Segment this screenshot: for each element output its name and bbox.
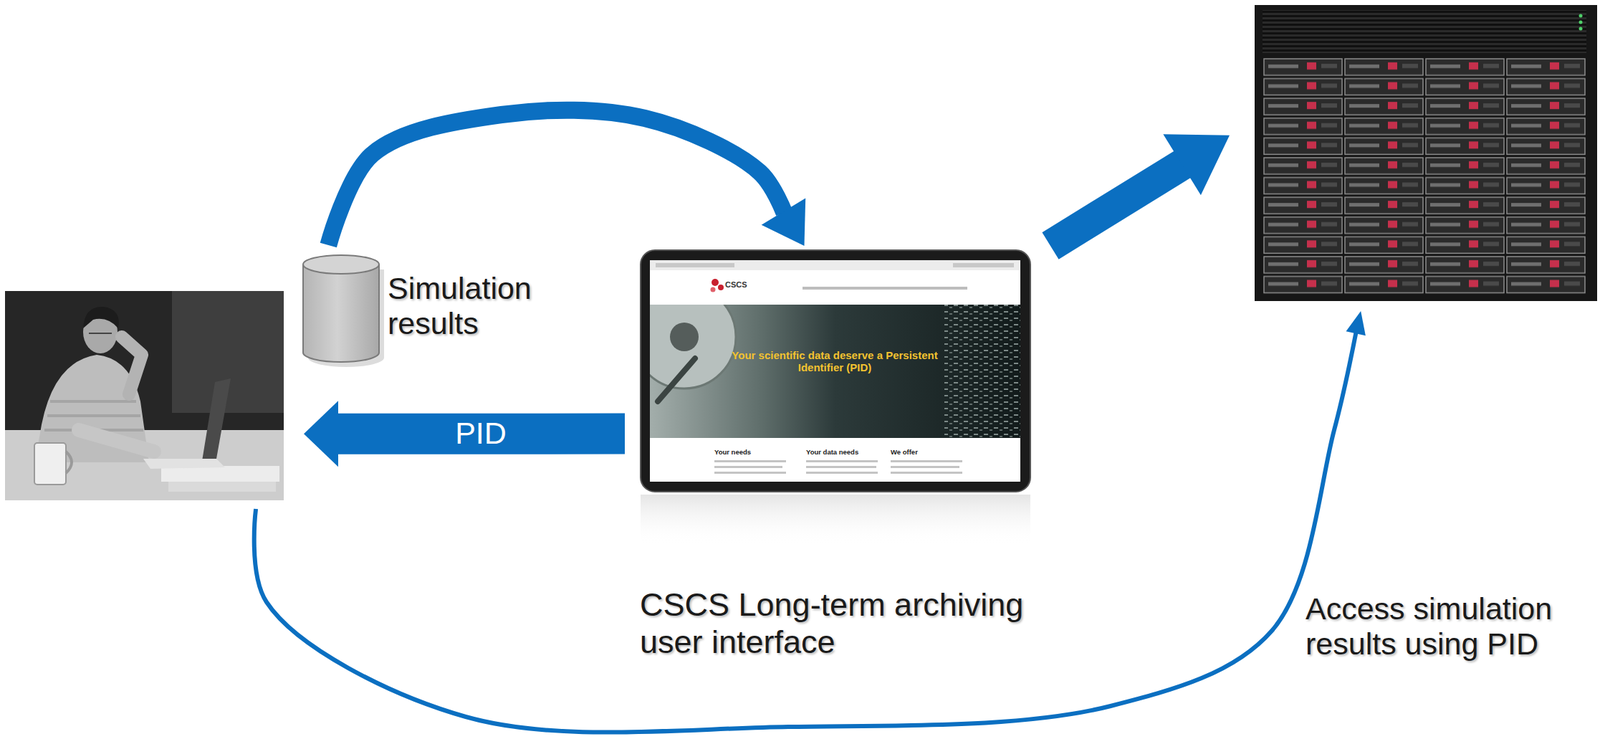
text-holder: We offer xyxy=(890,448,974,457)
column-heading: We offer xyxy=(890,448,974,457)
curved-arrow xyxy=(254,310,1366,733)
node-heading: Simulation results xyxy=(387,270,567,342)
text-holder: Your scientific data deserve a Persisten… xyxy=(730,348,939,375)
text-line xyxy=(806,471,878,474)
engraved-stone xyxy=(944,304,1021,438)
text-line xyxy=(890,465,960,468)
arrow-shaft xyxy=(254,331,1357,732)
logo-dot xyxy=(710,287,716,293)
hero-heading: Your scientific data deserve a Persisten… xyxy=(730,348,939,375)
hair xyxy=(83,306,119,329)
text-holder: Simulation results xyxy=(387,270,567,342)
photo-ground xyxy=(5,290,284,501)
storage-cylinder: Simulation results xyxy=(303,255,380,362)
disk-arm xyxy=(657,358,696,402)
person-photo xyxy=(5,290,284,501)
block-arrow xyxy=(303,400,625,467)
text-line xyxy=(714,465,783,468)
column-heading: Your data needs xyxy=(806,448,889,457)
laptop-screen xyxy=(202,378,231,461)
nav-menu xyxy=(802,286,968,290)
column-heading: Your needs xyxy=(714,448,797,457)
text-line xyxy=(890,471,963,474)
server-rack xyxy=(1254,5,1598,301)
edge-label: PID xyxy=(423,415,539,451)
tablet xyxy=(632,250,1031,546)
mug xyxy=(34,442,66,485)
arm xyxy=(78,429,155,452)
text-holder: PID xyxy=(423,415,539,451)
person-photo xyxy=(5,290,284,501)
disk-platter xyxy=(649,304,736,389)
text-holder: Your data needs xyxy=(806,448,889,457)
text-holder: CSCS Long-term archiving user interface xyxy=(639,586,1085,661)
block-arrow xyxy=(1050,133,1230,246)
text-line xyxy=(806,460,878,463)
text-holder: CSCS xyxy=(725,280,769,290)
arrow-shaft xyxy=(328,110,784,246)
text-line xyxy=(714,471,787,474)
mug-handle xyxy=(65,451,72,473)
node-heading: CSCS Long-term archiving user interface xyxy=(639,586,1085,661)
books xyxy=(168,481,276,492)
rack-grill xyxy=(1262,10,1587,54)
arm xyxy=(121,336,142,395)
tablet-reflection xyxy=(640,494,1031,546)
glasses xyxy=(88,332,112,334)
arrow-head xyxy=(303,400,339,467)
status-led xyxy=(1579,20,1583,25)
edge-label: Access simulation results using PID xyxy=(1305,591,1593,663)
books xyxy=(161,465,280,482)
hero-drawing xyxy=(649,304,1021,438)
browser-bar xyxy=(649,260,1021,271)
text-line xyxy=(890,460,963,463)
browser-icons xyxy=(952,262,1014,268)
arrow-shaft xyxy=(1050,164,1183,246)
storage-cylinder xyxy=(303,255,385,367)
arrow-head xyxy=(1162,133,1230,195)
logo-dot xyxy=(711,278,719,286)
rack-frame xyxy=(1254,5,1598,301)
sweater-stripes xyxy=(44,401,144,430)
server-rack xyxy=(1254,5,1598,301)
cylinder-body xyxy=(303,264,380,362)
text-holder: Your needs xyxy=(714,448,797,457)
logo-text: CSCS xyxy=(725,280,769,290)
text-line xyxy=(806,465,877,468)
drive-bays xyxy=(1262,57,1587,295)
photo-wall xyxy=(171,290,284,413)
arrow-shaft xyxy=(336,413,625,455)
status-led xyxy=(1579,27,1583,31)
disk-hub xyxy=(669,322,699,352)
arrow-head xyxy=(761,197,807,246)
cylinder-top xyxy=(303,255,380,274)
text-holder: Access simulation results using PID xyxy=(1305,591,1593,663)
logo-dot xyxy=(717,284,724,291)
status-led xyxy=(1579,14,1583,18)
text-line xyxy=(714,460,787,463)
curved-arrow xyxy=(328,110,806,246)
arrow-head xyxy=(1346,310,1366,336)
browser-tabs xyxy=(655,262,735,268)
laptop-base xyxy=(143,458,225,469)
